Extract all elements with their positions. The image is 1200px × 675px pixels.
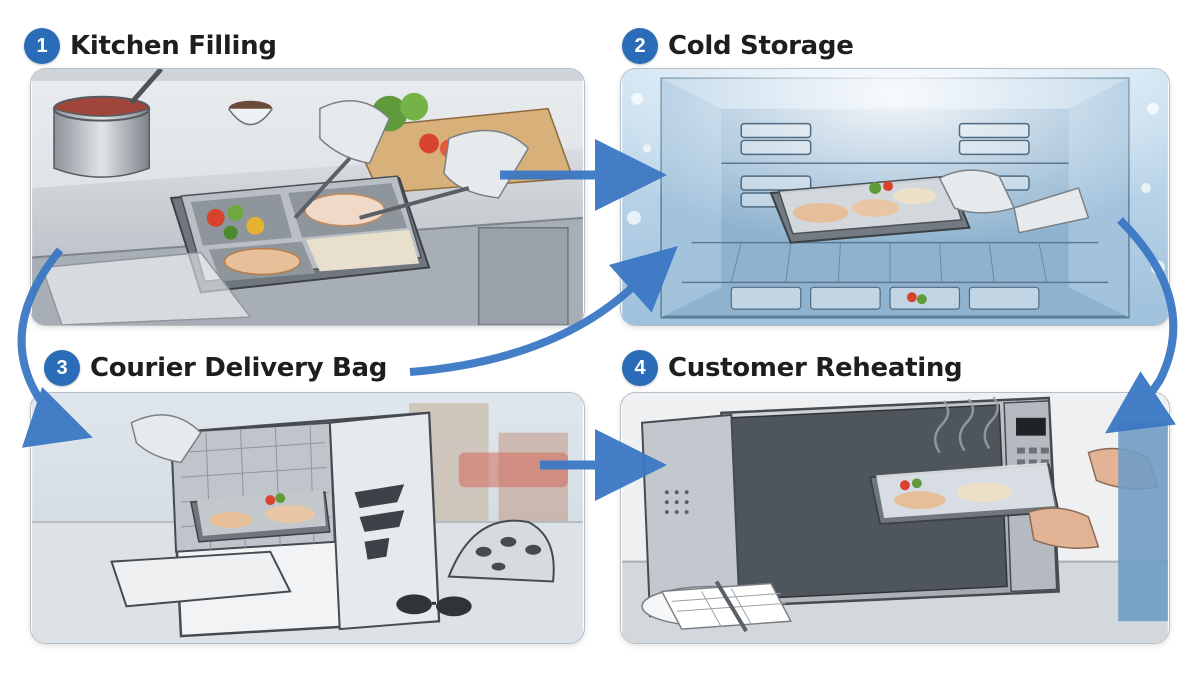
- step-3-number-badge: 3: [44, 350, 80, 386]
- step-4-number-badge: 4: [622, 350, 658, 386]
- kitchen-panel: [30, 68, 585, 326]
- step-2-title: Cold Storage: [668, 31, 854, 61]
- delivery-bag-panel: [30, 392, 585, 644]
- step-3-title: Courier Delivery Bag: [90, 353, 388, 383]
- step-4-header: 4 Customer Reheating: [622, 350, 963, 386]
- refrigerator-illustration: [622, 69, 1168, 325]
- kitchen-illustration: [32, 69, 583, 325]
- step-2-header: 2 Cold Storage: [622, 28, 854, 64]
- step-1-header: 1 Kitchen Filling: [24, 28, 277, 64]
- reheating-panel: [620, 392, 1170, 644]
- insulated-bag-illustration: [32, 393, 583, 643]
- step-1-number-badge: 1: [24, 28, 60, 64]
- step-3-header: 3 Courier Delivery Bag: [44, 350, 387, 386]
- step-1-title: Kitchen Filling: [70, 31, 277, 61]
- microwave-illustration: [622, 393, 1168, 643]
- cold-storage-panel: [620, 68, 1170, 326]
- step-4-title: Customer Reheating: [668, 353, 963, 383]
- step-2-number-badge: 2: [622, 28, 658, 64]
